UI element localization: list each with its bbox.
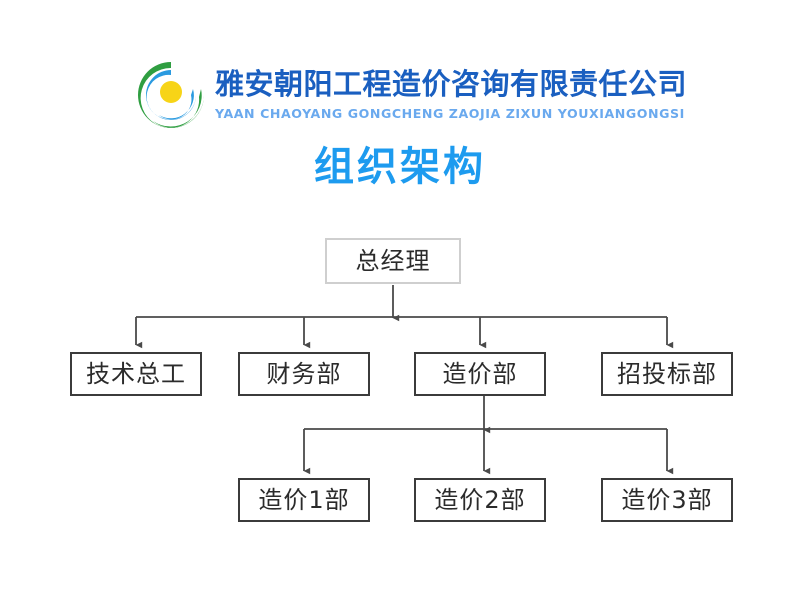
org-node-bidding-department[interactable]: 招投标部 [601, 352, 733, 396]
brand-header: 雅安朝阳工程造价咨询有限责任公司 YAAN CHAOYANG GONGCHENG… [135, 55, 687, 135]
brand-text-block: 雅安朝阳工程造价咨询有限责任公司 YAAN CHAOYANG GONGCHENG… [215, 66, 687, 123]
company-name-cn: 雅安朝阳工程造价咨询有限责任公司 [215, 67, 688, 102]
circular-swirl-logo [138, 62, 204, 128]
org-node-cost-department-3[interactable]: 造价3部 [601, 478, 733, 522]
org-node-cost-department[interactable]: 造价部 [414, 352, 546, 396]
org-node-chief-technical-engineer[interactable]: 技术总工 [70, 352, 202, 396]
company-name-en: YAAN CHAOYANG GONGCHENG ZAOJIA ZIXUN YOU… [215, 105, 685, 121]
org-node-cost-department-1[interactable]: 造价1部 [238, 478, 370, 522]
page-title: 组织架构 [314, 144, 486, 190]
org-node-cost-department-2[interactable]: 造价2部 [414, 478, 546, 522]
org-node-general-manager[interactable]: 总经理 [325, 238, 461, 284]
company-logo [135, 59, 207, 131]
org-node-finance-department[interactable]: 财务部 [238, 352, 370, 396]
